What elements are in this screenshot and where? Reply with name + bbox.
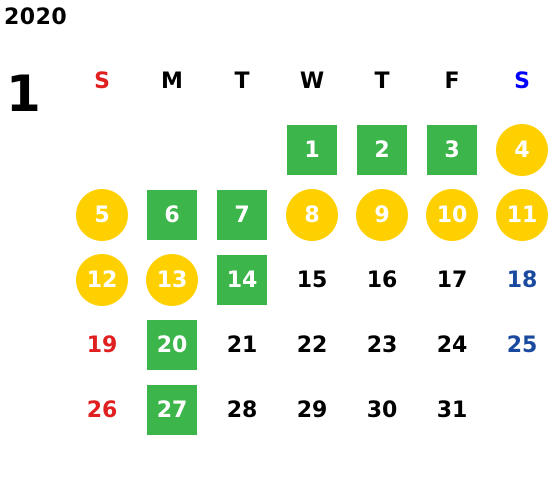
day-cell-7[interactable]: 7 [217,190,267,240]
weekday-header-6: S [514,69,530,94]
day-cell-2[interactable]: 2 [357,125,407,175]
day-cell-21[interactable]: 21 [226,332,258,358]
day-cell-15[interactable]: 15 [296,267,328,293]
day-cell-16[interactable]: 16 [366,267,398,293]
month-number: 1 [6,65,41,123]
day-cell-31[interactable]: 31 [436,397,468,423]
weekday-header-2: T [234,69,250,94]
day-cell-6[interactable]: 6 [147,190,197,240]
day-cell-8[interactable]: 8 [286,189,338,241]
day-cell-26[interactable]: 26 [86,397,118,423]
day-cell-23[interactable]: 23 [366,332,398,358]
weekday-header-0: S [94,69,110,94]
day-cell-3[interactable]: 3 [427,125,477,175]
day-cell-27[interactable]: 27 [147,385,197,435]
day-cell-13[interactable]: 13 [146,254,198,306]
day-cell-22[interactable]: 22 [296,332,328,358]
day-cell-9[interactable]: 9 [356,189,408,241]
day-cell-29[interactable]: 29 [296,397,328,423]
day-cell-20[interactable]: 20 [147,320,197,370]
weekday-header-3: W [299,69,325,94]
day-cell-4[interactable]: 4 [496,124,548,176]
day-cell-12[interactable]: 12 [76,254,128,306]
day-cell-10[interactable]: 10 [426,189,478,241]
day-cell-19[interactable]: 19 [86,332,118,358]
year-label: 2020 [4,5,68,30]
day-cell-18[interactable]: 18 [506,267,538,293]
day-cell-5[interactable]: 5 [76,189,128,241]
day-cell-17[interactable]: 17 [436,267,468,293]
day-cell-1[interactable]: 1 [287,125,337,175]
day-cell-28[interactable]: 28 [226,397,258,423]
day-cell-24[interactable]: 24 [436,332,468,358]
weekday-header-4: T [374,69,390,94]
weekday-header-1: M [161,69,183,94]
day-cell-30[interactable]: 30 [366,397,398,423]
day-cell-14[interactable]: 14 [217,255,267,305]
weekday-header-5: F [444,69,460,94]
day-cell-25[interactable]: 25 [506,332,538,358]
day-cell-11[interactable]: 11 [496,189,548,241]
